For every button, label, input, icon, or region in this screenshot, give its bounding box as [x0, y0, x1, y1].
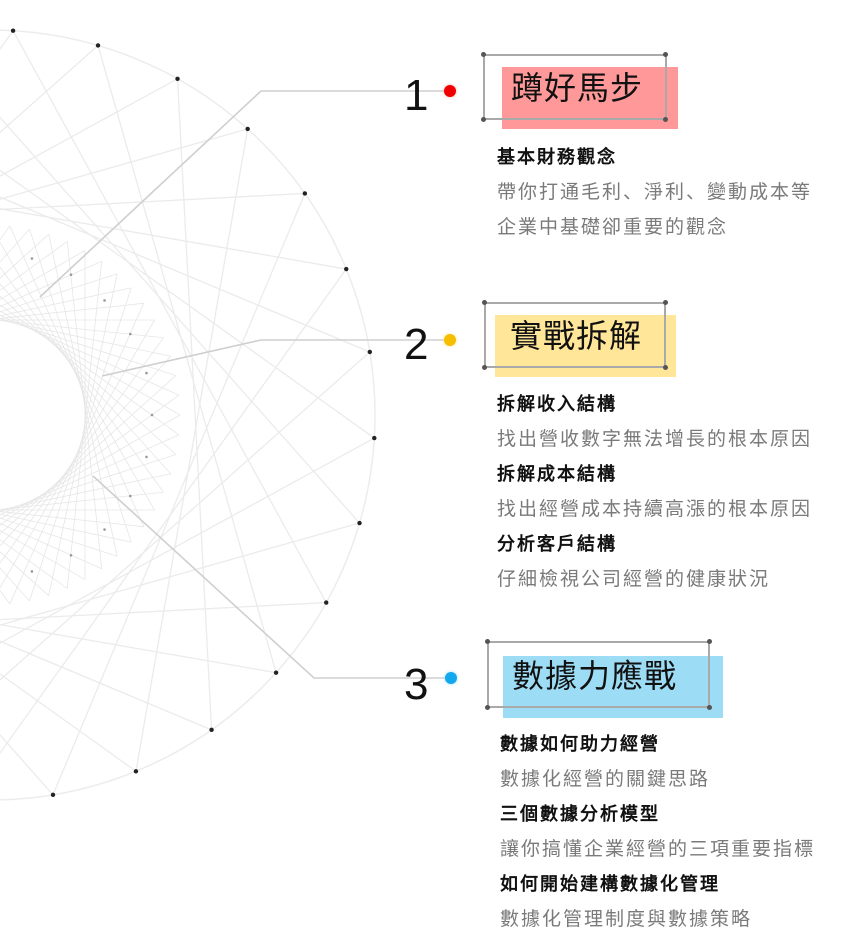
item-description: 數據化經營的關鍵思路 [500, 768, 711, 790]
connector-line-1 [39, 90, 448, 298]
frame-handle [663, 117, 668, 122]
section-number-1: 1 [404, 71, 429, 120]
frame-handle [485, 639, 490, 644]
section-title-1: 蹲好馬步 [511, 69, 644, 107]
frame-handle [707, 705, 712, 710]
frame-handle [482, 365, 487, 370]
string-art-chords [0, 30, 375, 796]
item-description: 數據化管理制度與數據策略 [500, 908, 753, 930]
item-heading: 如何開始建構數據化管理 [500, 874, 720, 895]
item-description: 找出經營成本持續高漲的根本原因 [497, 498, 813, 520]
frame-handle [663, 300, 668, 305]
frame-handle [481, 52, 486, 57]
red-dot-icon [444, 85, 456, 97]
item-description: 帶你打通毛利、淨利、變動成本等 [497, 181, 813, 203]
title-frame-1 [483, 54, 667, 120]
item-heading: 拆解收入結構 [497, 394, 617, 415]
item-heading: 拆解成本結構 [497, 464, 617, 485]
item-description: 企業中基礎卻重要的觀念 [497, 216, 729, 238]
section-3-details: 數據如何助力經營 數據化經營的關鍵思路 三個數據分析模型 讓你搞懂企業經營的三項… [500, 727, 815, 937]
item-description: 找出營收數字無法增長的根本原因 [497, 428, 813, 450]
connector-line-2 [101, 339, 448, 377]
blue-dot-icon [445, 672, 457, 684]
section-title-3: 數據力應戰 [512, 657, 678, 695]
item-description: 仔細檢視公司經營的健康狀況 [497, 568, 771, 590]
yellow-dot-icon [444, 334, 456, 346]
section-number-3: 3 [404, 660, 429, 709]
frame-handle [663, 365, 668, 370]
item-heading: 三個數據分析模型 [500, 804, 660, 825]
connector-line-3 [92, 475, 448, 679]
inner-ring-dots [30, 257, 154, 573]
frame-handle [707, 639, 712, 644]
frame-handle [481, 117, 486, 122]
item-heading: 基本財務觀念 [497, 147, 617, 168]
connector-lines [39, 90, 448, 679]
item-heading: 分析客戶結構 [497, 534, 617, 555]
frame-handle [485, 705, 490, 710]
item-heading: 數據如何助力經營 [500, 734, 660, 755]
title-frame-3 [487, 641, 710, 708]
frame-handle [663, 52, 668, 57]
title-frame-2 [484, 302, 666, 368]
frame-handle [482, 300, 487, 305]
section-title-2: 實戰拆解 [510, 317, 643, 355]
section-1-details: 基本財務觀念 帶你打通毛利、淨利、變動成本等 企業中基礎卻重要的觀念 [497, 140, 812, 245]
outer-ring-dots [10, 28, 377, 798]
outer-circle-arc [0, 29, 376, 801]
section-number-2: 2 [404, 320, 429, 369]
section-2-details: 拆解收入結構 找出營收數字無法增長的根本原因 拆解成本結構 找出經營成本持續高漲… [497, 387, 812, 597]
item-description: 讓你搞懂企業經營的三項重要指標 [500, 838, 816, 860]
